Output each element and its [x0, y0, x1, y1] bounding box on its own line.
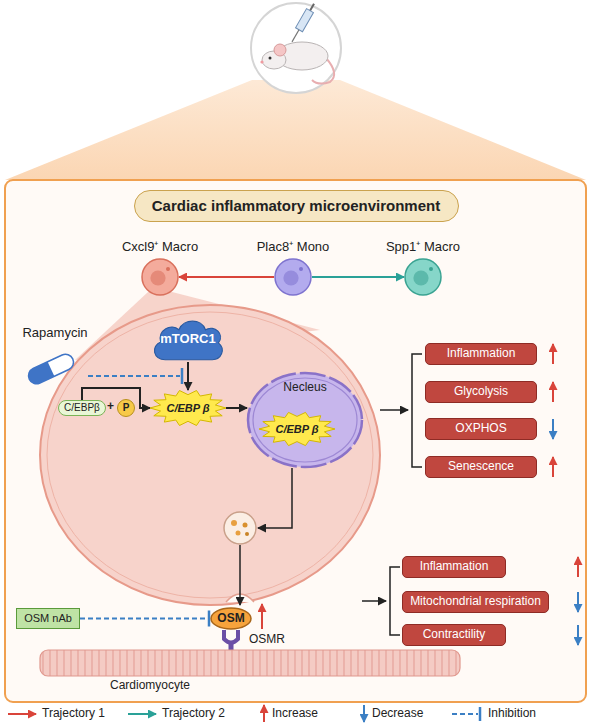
node-text: Necleus	[283, 381, 326, 395]
cell-membrane	[47, 312, 373, 598]
kinase-cloud: mTORC1	[150, 316, 226, 362]
node-text: OSM	[217, 612, 244, 626]
node-text: OSM nAb	[24, 612, 72, 625]
monocyte-cell: Plac8⁺ Mono	[274, 258, 312, 296]
drug-capsule: Rapamycin	[14, 326, 96, 384]
legend-text: Trajectory 2	[162, 707, 225, 721]
legend-text: Increase	[272, 707, 318, 721]
decrease-arrow	[552, 419, 554, 439]
node-text: C/EBPβ	[64, 402, 100, 414]
node-text: OXPHOS	[455, 422, 506, 436]
active-protein-star: C/EBP β	[150, 390, 226, 426]
effect-box: Senescence	[425, 456, 537, 478]
effect-box: Inflammation	[425, 343, 537, 365]
increase-arrow	[552, 344, 554, 364]
increase-arrow	[552, 457, 554, 477]
nucleus: NecleusC/EBP β	[247, 372, 363, 468]
bracket	[390, 567, 400, 635]
cell-shape	[274, 258, 312, 296]
cell-shape	[404, 258, 442, 296]
receptor: OSMR	[219, 630, 299, 650]
inhibition-bar	[181, 368, 184, 384]
arrow-connector	[179, 276, 274, 278]
arrow-connector	[226, 407, 247, 409]
node-text: mTORC1	[160, 332, 215, 347]
legend-text: Inhibition	[488, 707, 536, 721]
effect-box: Mitochondrial respiration	[402, 591, 549, 613]
effect-arrow	[380, 409, 408, 411]
operator-label: +	[107, 400, 114, 414]
legend-samples	[8, 705, 480, 722]
bracket	[412, 354, 422, 467]
node-text: Inflammation	[420, 560, 489, 574]
macrophage-cell: Cxcl9⁺ Macro	[141, 258, 179, 296]
zoom-fan	[5, 80, 586, 180]
secretion-arrow	[258, 468, 292, 528]
increase-arrow	[261, 604, 263, 629]
cardiomyocyte-band: Cardiomyocyte	[40, 650, 460, 676]
node-text: Glycolysis	[454, 385, 508, 399]
title-banner: Cardiac inflammatory microenvironment	[134, 190, 459, 222]
effect-box: Inflammation	[402, 556, 506, 578]
node-text: C/EBP β	[275, 423, 318, 436]
band-shape	[40, 650, 460, 676]
decrease-arrow	[577, 592, 579, 612]
protein-pill: C/EBPβ	[58, 400, 106, 416]
increase-arrow	[552, 382, 554, 402]
inhibition-bar	[208, 611, 211, 627]
decrease-arrow	[577, 625, 579, 645]
cytokine-oval: OSM	[210, 607, 252, 630]
effect-arrow	[362, 600, 386, 602]
effect-box: OXPHOS	[425, 418, 537, 440]
arrow-connector	[187, 362, 189, 390]
arrow-connector	[312, 276, 404, 278]
node-label: Cardiomyocyte	[110, 679, 190, 693]
active-protein-star: C/EBP β	[259, 412, 335, 446]
legend-text: Decrease	[372, 707, 423, 721]
increase-arrow	[577, 557, 579, 577]
inhibition-line	[88, 375, 180, 377]
effect-box: Contractility	[402, 624, 506, 646]
macrophage-cell	[40, 305, 380, 605]
node-text: Contractility	[423, 628, 486, 642]
cell-shape	[141, 258, 179, 296]
node-label: Rapamycin	[22, 326, 87, 341]
node-label: Cxcl9⁺ Macro	[122, 240, 198, 255]
mouse-circle	[251, 3, 341, 93]
vesicle	[224, 512, 256, 544]
osmr-shape	[219, 630, 243, 650]
node-text: P	[123, 402, 130, 414]
node-text: Mitochondrial respiration	[410, 595, 541, 609]
node-text: Cardiac inflammatory microenvironment	[152, 197, 440, 214]
macrophage-cell: Spp1⁺ Macro	[404, 258, 442, 296]
legend-text: Trajectory 1	[42, 707, 105, 721]
mouse-figure	[260, 2, 334, 84]
node-label: Plac8⁺ Mono	[257, 240, 330, 255]
node-text: C/EBP β	[166, 402, 209, 415]
effect-box: Glycolysis	[425, 381, 537, 403]
node-label: Spp1⁺ Macro	[386, 240, 460, 255]
node-text: Inflammation	[447, 347, 516, 361]
inhibition-connector	[80, 618, 209, 620]
node-text: OSMR	[249, 633, 285, 647]
node-text: Senescence	[448, 460, 514, 474]
change-symbols	[553, 344, 578, 645]
secretion-arrow	[239, 545, 241, 605]
phosphate-circle: P	[117, 399, 135, 417]
panel-frame	[5, 180, 586, 702]
antibody-box: OSM nAb	[16, 608, 80, 629]
